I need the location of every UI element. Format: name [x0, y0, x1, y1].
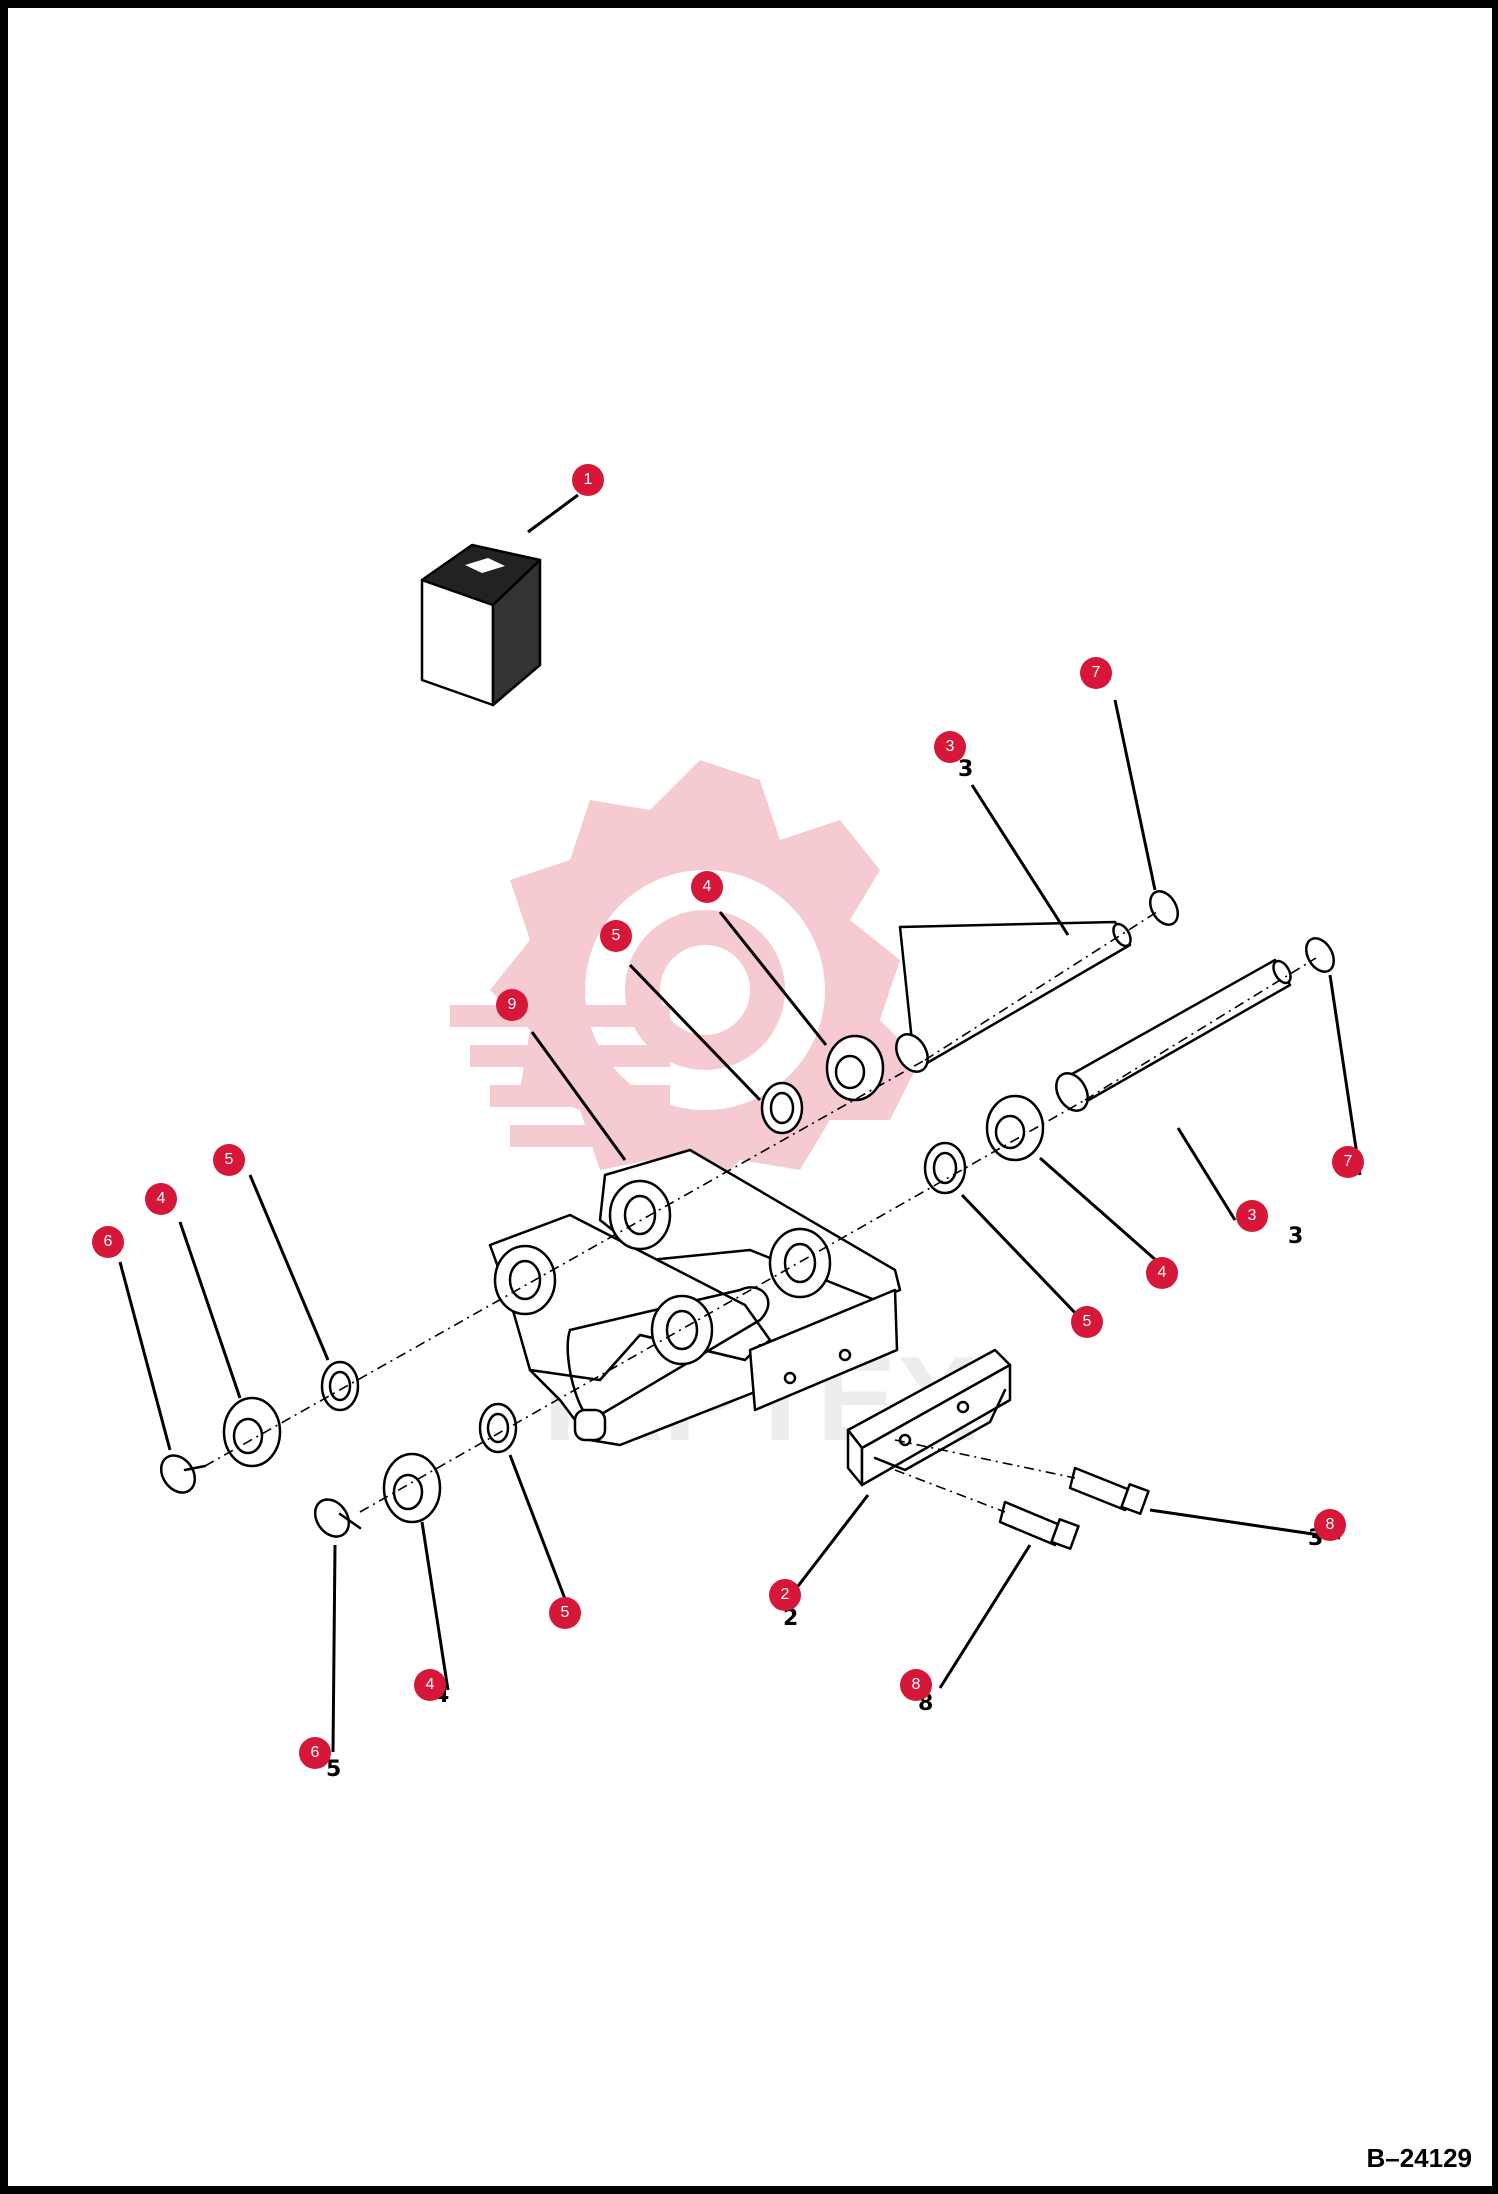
callout-part-8-left[interactable]: 8	[900, 1669, 932, 1701]
callout-part-6-lower[interactable]: 6	[299, 1737, 331, 1769]
bushing-left-upper	[222, 1396, 282, 1468]
mount-bracket-part	[488, 1148, 902, 1447]
callout-part-5-left[interactable]: 5	[213, 1144, 245, 1176]
watermark-logo	[450, 760, 920, 1200]
callout-part-3-upper[interactable]: 3	[934, 731, 966, 763]
pin-upper-part	[895, 920, 1132, 1073]
callout-part-1[interactable]: 1	[572, 464, 604, 496]
callout-part-5-lower[interactable]: 5	[549, 1597, 581, 1629]
svg-text:2: 2	[783, 1606, 798, 1631]
callout-part-7-upper[interactable]: 7	[1080, 657, 1112, 689]
bushing-lower-right	[985, 1094, 1045, 1162]
shim-lower-right	[923, 1141, 967, 1195]
callout-part-6-upper[interactable]: 6	[92, 1226, 124, 1258]
svg-text:3: 3	[958, 757, 973, 782]
drawing-number: B–24129	[1366, 2143, 1472, 2173]
shim-left-lower	[478, 1402, 518, 1454]
assembly-center-lines	[204, 909, 1317, 1513]
lock-pin-upper	[159, 1454, 207, 1494]
snap-ring-upper	[1149, 890, 1179, 926]
svg-text:3: 3	[1288, 1224, 1303, 1249]
lock-pin-lower	[313, 1498, 362, 1538]
callout-part-7-lower[interactable]: 7	[1332, 1146, 1364, 1178]
latch-wedge-part	[846, 1348, 1012, 1487]
callout-part-4-left[interactable]: 4	[145, 1183, 177, 1215]
callout-part-8-right[interactable]: 8	[1314, 1509, 1346, 1541]
callout-part-5-right[interactable]: 5	[1071, 1306, 1103, 1338]
callout-part-3-lower[interactable]: 3	[1236, 1200, 1268, 1232]
shim-upper-right	[760, 1081, 804, 1135]
shim-left-upper	[320, 1360, 360, 1412]
callout-part-4-right[interactable]: 4	[1146, 1257, 1178, 1289]
bolt-left	[998, 1500, 1080, 1550]
svg-text:5: 5	[326, 1757, 341, 1782]
snap-ring-lower	[1305, 937, 1335, 973]
manual-block-part	[420, 543, 542, 707]
callout-part-9[interactable]: 9	[496, 989, 528, 1021]
callout-part-4-upper[interactable]: 4	[691, 871, 723, 903]
callout-part-4-lower[interactable]: 4	[414, 1669, 446, 1701]
pin-lower-part	[1055, 958, 1292, 1112]
callout-part-5-upper[interactable]: 5	[600, 920, 632, 952]
callout-part-2[interactable]: 2	[769, 1579, 801, 1611]
leader-lines	[118, 493, 1362, 1753]
bolt-right	[1068, 1466, 1150, 1515]
bushing-left-lower	[382, 1452, 442, 1524]
bushing-upper-right	[825, 1034, 885, 1102]
